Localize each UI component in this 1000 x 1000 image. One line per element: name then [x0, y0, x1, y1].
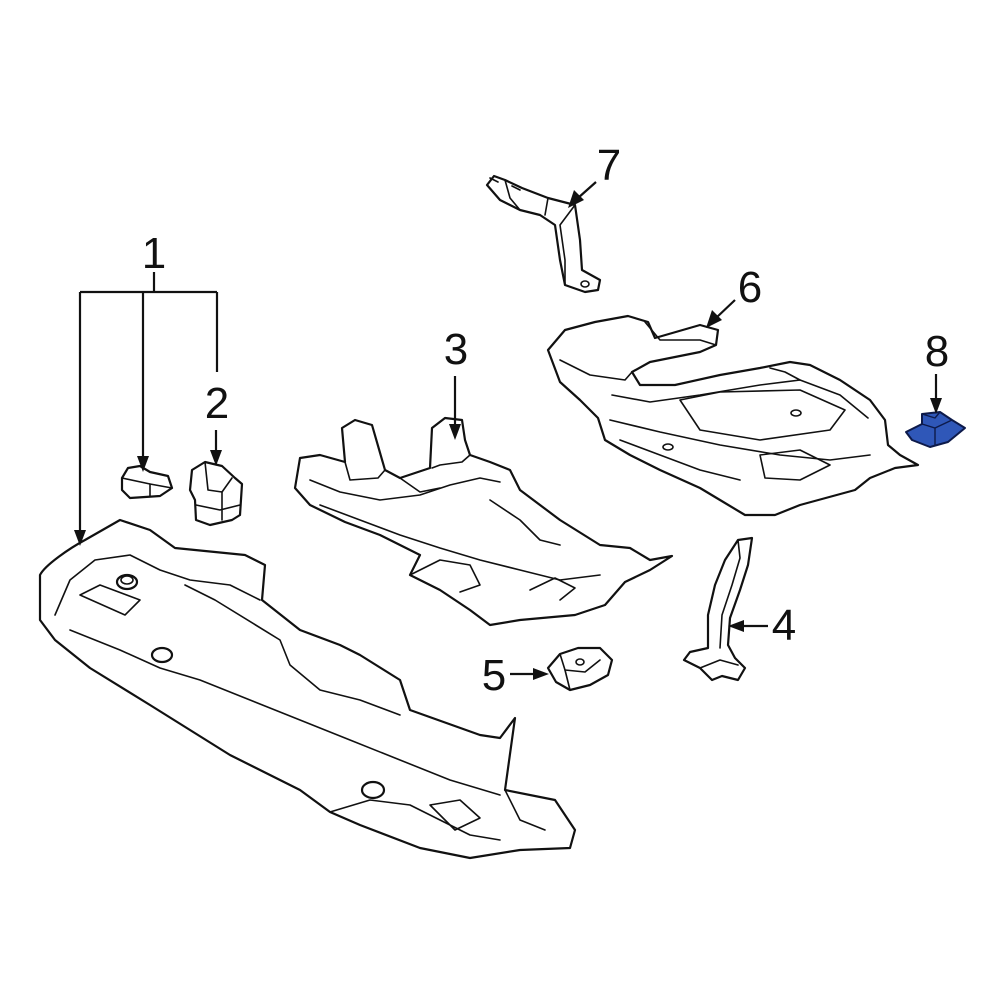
callout-4: 4	[772, 601, 796, 650]
callout-6: 6	[738, 263, 762, 312]
arrowhead-4	[728, 620, 744, 632]
arrowhead-8	[930, 398, 942, 414]
part-1-splash-shield[interactable]	[38, 518, 577, 860]
part-4-curved-bracket[interactable]	[682, 536, 754, 682]
arrowhead-2	[210, 450, 222, 466]
part-1-clip[interactable]	[120, 464, 174, 500]
arrowhead-3	[449, 424, 461, 440]
part-8-highlighted-block[interactable]	[905, 411, 966, 448]
arrowhead-6	[706, 310, 722, 328]
part-2-bracket[interactable]	[188, 460, 244, 527]
leader-lines	[74, 181, 942, 680]
part-3-center-shield[interactable]	[293, 416, 674, 627]
callout-5: 5	[482, 651, 506, 700]
arrowhead-5	[533, 668, 549, 680]
arrowhead-7	[568, 190, 584, 208]
callout-3: 3	[444, 325, 468, 374]
callout-2: 2	[205, 379, 229, 428]
part-5-nut-clip[interactable]	[546, 646, 614, 692]
callout-8: 8	[925, 327, 949, 376]
part-6-rear-shield[interactable]	[546, 314, 920, 517]
arrowhead-1b	[137, 456, 149, 472]
callout-1: 1	[142, 229, 166, 278]
arrowhead-1a	[74, 530, 86, 546]
callout-7: 7	[597, 141, 621, 190]
